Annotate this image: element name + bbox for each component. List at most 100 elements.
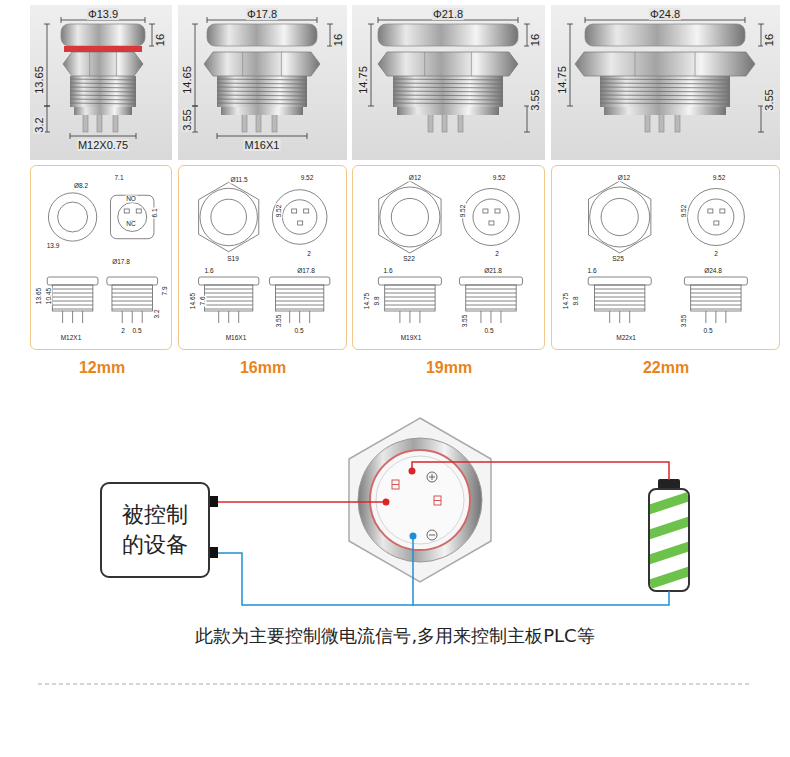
dimension-label: S22 xyxy=(402,255,416,262)
thread-line xyxy=(691,289,741,290)
dimension-label: 14.65 xyxy=(181,65,193,95)
wire xyxy=(218,501,386,503)
dimension-label: 9.52 xyxy=(300,174,315,181)
button-thread xyxy=(393,76,503,107)
button-ring xyxy=(358,438,482,562)
dimension-label: 0.5 xyxy=(702,327,713,334)
thread-line xyxy=(276,297,324,298)
thread-line xyxy=(205,293,253,294)
button-thread xyxy=(217,76,307,107)
button-base xyxy=(74,106,132,115)
thread-line xyxy=(112,289,153,290)
technical-drawing xyxy=(378,181,522,323)
dimension-label: 16 xyxy=(154,33,166,47)
thread-line xyxy=(205,297,253,298)
dimension-label: Ø17.8 xyxy=(111,258,131,265)
thread-line xyxy=(52,309,93,310)
dimension-tick xyxy=(317,17,318,23)
photo-background xyxy=(178,5,347,160)
dimension-label: 0.5 xyxy=(131,327,142,334)
dimension-label: M19X1 xyxy=(400,334,423,341)
drawing-panel: 19mmØ129.529.52S2221.6Ø21.814.759.8M19X1… xyxy=(352,165,545,350)
terminal-pin xyxy=(675,114,680,132)
symbol-stroke xyxy=(429,535,435,536)
dimension-label: 9.8 xyxy=(373,295,380,306)
thread-line xyxy=(52,293,93,294)
dimension-line xyxy=(47,106,48,132)
dimension-label: 7.6 xyxy=(199,295,206,306)
thread-line xyxy=(217,103,307,104)
pin-line xyxy=(122,311,123,323)
dimension-label: 16 xyxy=(529,33,541,47)
thread-line xyxy=(393,99,503,100)
nut-edge xyxy=(116,52,117,76)
dimension-tick xyxy=(758,24,764,25)
button-base xyxy=(397,106,499,115)
terminal-pin xyxy=(442,114,447,132)
pin-line xyxy=(72,311,73,323)
pin-line xyxy=(82,311,83,323)
side-cap xyxy=(588,277,651,285)
terminal-mark xyxy=(392,480,399,489)
thread-line xyxy=(600,87,730,88)
dimension-tick xyxy=(145,17,146,23)
side-cap xyxy=(199,277,259,285)
pin-line xyxy=(715,311,716,323)
pin-line xyxy=(705,311,706,323)
dimension-label: 2 xyxy=(494,250,500,257)
battery-stripe xyxy=(650,541,688,565)
dimension-label: 3.2 xyxy=(153,308,160,319)
thread-line xyxy=(70,83,136,84)
pin-mark xyxy=(483,209,488,213)
thread-line xyxy=(385,293,435,294)
thread-line xyxy=(466,305,516,306)
button-inner xyxy=(376,456,464,544)
dimension-label: Ø24.8 xyxy=(703,267,723,274)
dimension-label: M16X1 xyxy=(225,334,248,341)
terminal-pin xyxy=(428,114,433,132)
thread-line xyxy=(52,297,93,298)
dimension-tick xyxy=(149,24,155,25)
nut-edge xyxy=(695,52,696,76)
actuator-circle xyxy=(601,198,638,235)
dimension-label: 16 xyxy=(332,33,344,47)
dimension-label: 13.65 xyxy=(33,65,45,95)
thread-line xyxy=(276,289,324,290)
pin-line xyxy=(500,311,501,323)
nut-edge xyxy=(635,52,636,76)
button-photo xyxy=(30,5,172,160)
dimension-line xyxy=(761,24,762,46)
dimension-tick xyxy=(567,24,573,25)
side-cap xyxy=(107,277,158,285)
thread-line xyxy=(466,297,516,298)
side-body xyxy=(385,285,435,311)
dimension-label: NO xyxy=(125,195,137,202)
product-photo: Φ17.81614.653.55M16X1 xyxy=(178,5,347,160)
thread-line xyxy=(70,103,136,104)
thread-line xyxy=(595,309,645,310)
terminal-pin xyxy=(113,114,118,132)
dimension-label: 13.9 xyxy=(46,242,61,249)
thread-line xyxy=(393,91,503,92)
dimension-label: S25 xyxy=(611,255,625,262)
dimension-line xyxy=(152,24,153,46)
outline-circle xyxy=(462,189,519,246)
thread-line xyxy=(691,305,741,306)
side-cap xyxy=(459,277,522,285)
button-photo xyxy=(551,5,780,160)
pin-mark xyxy=(714,221,719,225)
dimension-label: 14.65 xyxy=(189,292,196,310)
terminal-pin xyxy=(256,114,261,132)
outline-circle xyxy=(590,187,650,247)
dimension-label: 9.52 xyxy=(459,204,466,219)
thread-line xyxy=(600,91,730,92)
dimension-line xyxy=(217,136,307,137)
thread-line xyxy=(276,309,324,310)
dimension-label: M22x1 xyxy=(615,334,637,341)
wire xyxy=(412,462,669,480)
pin-line xyxy=(309,311,310,323)
thread-line xyxy=(600,79,730,80)
outline-circle xyxy=(272,190,327,245)
symbol-stroke xyxy=(432,474,433,480)
dimension-label: 6.1 xyxy=(151,207,158,218)
